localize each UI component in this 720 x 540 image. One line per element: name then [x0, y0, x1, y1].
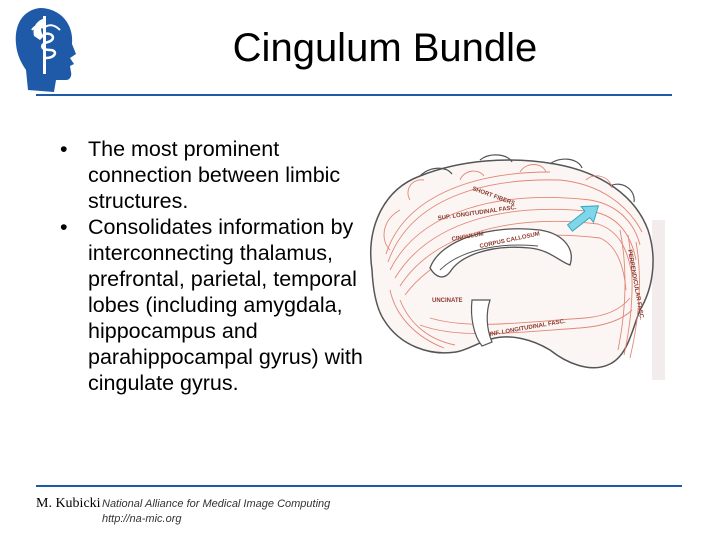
footer-url: http://na-mic.org — [102, 513, 182, 525]
bullet-item: • The most prominent connection between l… — [56, 136, 366, 214]
label-cingulum: CINGULUM — [451, 231, 484, 243]
bullet-item: • Consolidates information by interconnec… — [56, 214, 366, 396]
footer-author: M. Kubicki — [36, 496, 101, 511]
bullet-dot-icon: • — [60, 215, 68, 239]
footer-divider — [36, 485, 682, 487]
bullet-list: • The most prominent connection between l… — [56, 136, 366, 396]
bullet-dot-icon: • — [60, 137, 68, 161]
brain-fiber-diagram: SHORT FIBERS SUP. LONGITUDINAL FASC. CIN… — [370, 154, 665, 380]
slide-title: Cingulum Bundle — [232, 26, 538, 70]
bullet-text: Consolidates information by interconnect… — [88, 215, 363, 395]
namic-logo-icon — [15, 8, 76, 92]
pointer-arrow-icon — [566, 205, 600, 232]
title-divider — [36, 94, 672, 96]
footer-organization: National Alliance for Medical Image Comp… — [102, 498, 331, 510]
bullet-text: The most prominent connection between li… — [88, 137, 341, 213]
label-uncinate: UNCINATE — [432, 298, 463, 304]
brain-outline — [370, 159, 654, 369]
